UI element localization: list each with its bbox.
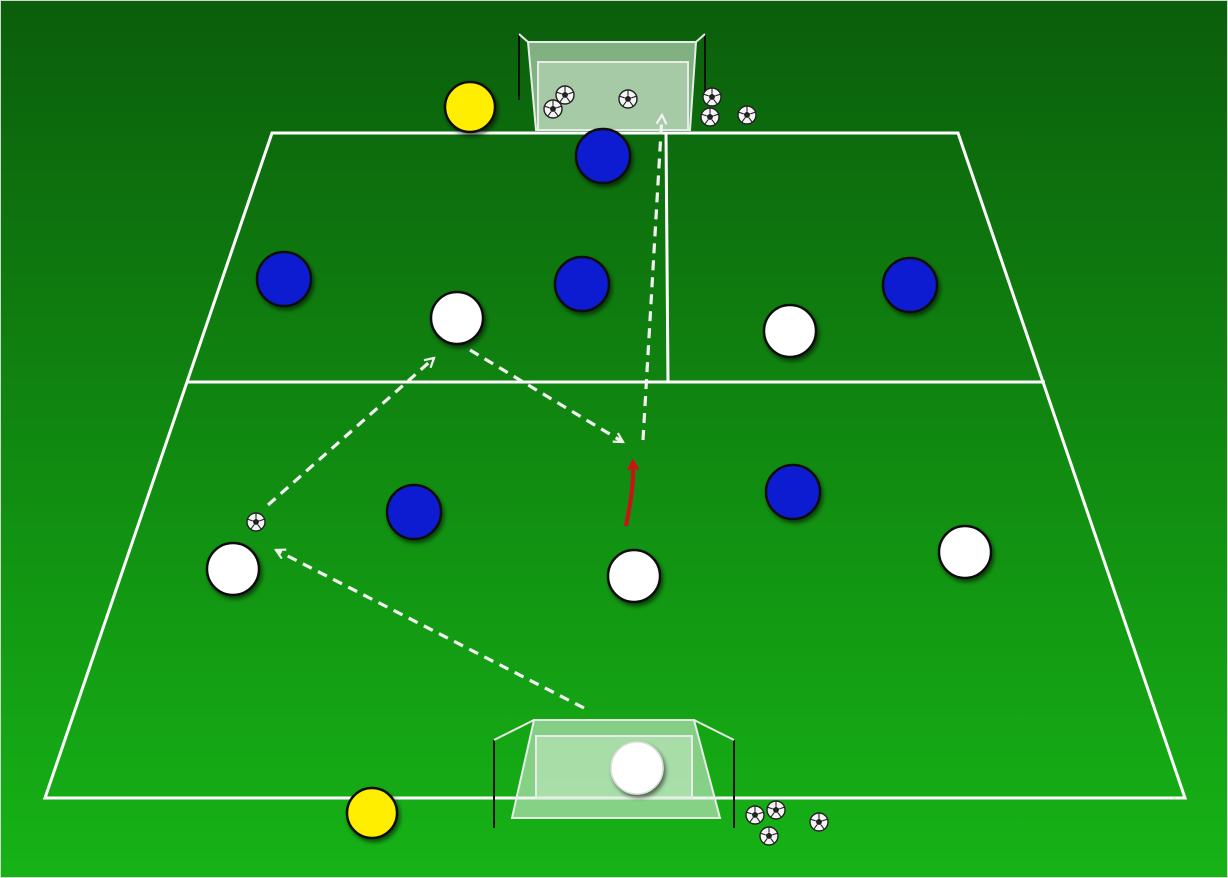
team-blue <box>255 127 939 541</box>
pass-arrow <box>276 550 585 710</box>
player-blue <box>255 250 313 308</box>
pass-arrow <box>641 115 662 441</box>
upper-half-divider <box>664 132 670 383</box>
soccer-ball-icon <box>246 512 266 532</box>
pass-arrow <box>469 348 623 444</box>
pass-arrows <box>266 115 662 710</box>
player-white <box>937 524 993 580</box>
pass-arrow <box>266 358 434 507</box>
soccer-ball-icon <box>700 107 720 127</box>
player-white <box>762 303 818 359</box>
player-white <box>606 548 662 604</box>
soccer-ball-icon <box>759 826 779 846</box>
player-white-goalkeeper <box>610 741 664 795</box>
soccer-ball-icon <box>737 105 757 125</box>
run-arrow <box>623 462 633 527</box>
player-white <box>205 541 261 597</box>
player-blue <box>385 483 443 541</box>
bottom-goal <box>493 719 735 828</box>
player-white <box>429 290 485 346</box>
player-blue <box>881 256 939 314</box>
player-blue <box>574 127 632 185</box>
pitch-markings <box>42 131 1188 800</box>
pitch-outline <box>42 131 1188 800</box>
ball-in-play <box>246 512 266 532</box>
soccer-ball-icon <box>543 99 563 119</box>
soccer-ball-icon <box>745 805 765 825</box>
soccer-ball-icon <box>766 800 786 820</box>
soccer-ball-icon <box>809 812 829 832</box>
team-yellow <box>345 80 497 840</box>
player-yellow <box>443 80 497 134</box>
team-white <box>205 290 993 795</box>
player-blue <box>553 255 611 313</box>
soccer-ball-icon <box>618 89 638 109</box>
player-blue <box>764 463 822 521</box>
soccer-ball-icon <box>702 87 722 107</box>
player-yellow <box>345 786 399 840</box>
